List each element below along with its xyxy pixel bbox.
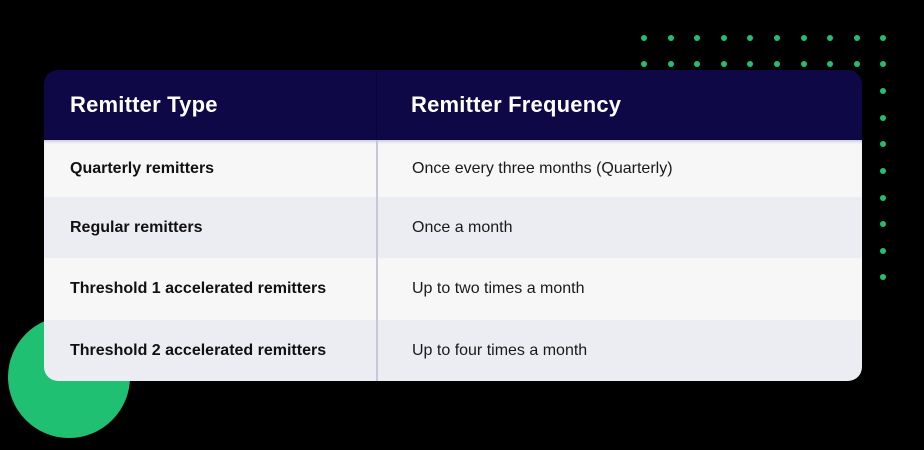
green-dot-icon [880,274,887,281]
green-dot-icon [694,35,701,41]
green-dot-icon [853,61,860,67]
green-dot-icon [667,35,674,41]
green-dot-icon [880,88,887,95]
green-dot-icon [747,35,754,41]
green-dot-icon [800,61,807,67]
green-dot-icon [880,221,887,228]
header-cell-type: Remitter Type [44,70,376,140]
green-dot-icon [880,35,887,41]
green-dot-icon [641,35,647,41]
header-cell-frequency: Remitter Frequency [376,70,862,140]
green-dot-icon [853,35,860,41]
cell-type: Quarterly remitters [44,140,376,197]
green-dot-icon [880,247,887,254]
green-dot-icon [827,61,834,67]
remitter-type: Threshold 2 accelerated remitters [70,341,327,359]
remitter-table: Remitter Type Remitter Frequency Quarter… [44,70,862,381]
remitter-frequency: Once every three months (Quarterly) [412,159,673,177]
green-dot-icon [880,168,887,174]
green-dot-icon [667,61,674,67]
green-dot-icon [800,35,807,41]
table-row: Threshold 1 accelerated remitters Up to … [44,258,862,320]
table-row: Threshold 2 accelerated remitters Up to … [44,320,862,381]
header-remitter-frequency: Remitter Frequency [411,92,622,117]
green-dot-icon [880,61,887,67]
cell-frequency: Once every three months (Quarterly) [376,140,862,197]
green-dot-icon [880,114,887,121]
cell-type: Regular remitters [44,197,376,258]
cell-frequency: Up to two times a month [376,258,862,320]
remitter-frequency: Up to four times a month [412,341,588,359]
green-dot-icon [747,61,754,67]
green-dot-icon [641,61,647,67]
cell-frequency: Up to four times a month [376,320,862,381]
cell-type: Threshold 1 accelerated remitters [44,258,376,320]
remitter-type: Quarterly remitters [70,159,215,177]
green-dot-icon [774,61,780,67]
remitter-type: Threshold 1 accelerated remitters [70,280,327,297]
table-row: Quarterly remitters Once every three mon… [44,140,862,197]
table-row: Regular remitters Once a month [44,197,862,258]
green-dot-icon [720,35,727,41]
green-dot-icon [880,141,887,148]
header-remitter-type: Remitter Type [70,92,218,117]
remitter-frequency: Up to two times a month [412,280,585,297]
green-dot-icon [694,61,701,67]
remitter-frequency: Once a month [412,218,513,236]
green-dot-icon [774,35,780,41]
cell-type: Threshold 2 accelerated remitters [44,320,376,381]
green-dot-icon [880,194,887,201]
table-header: Remitter Type Remitter Frequency [44,70,862,140]
green-dot-icon [827,35,834,41]
remitter-type: Regular remitters [70,218,203,236]
cell-frequency: Once a month [376,197,862,258]
green-dot-icon [720,61,727,67]
